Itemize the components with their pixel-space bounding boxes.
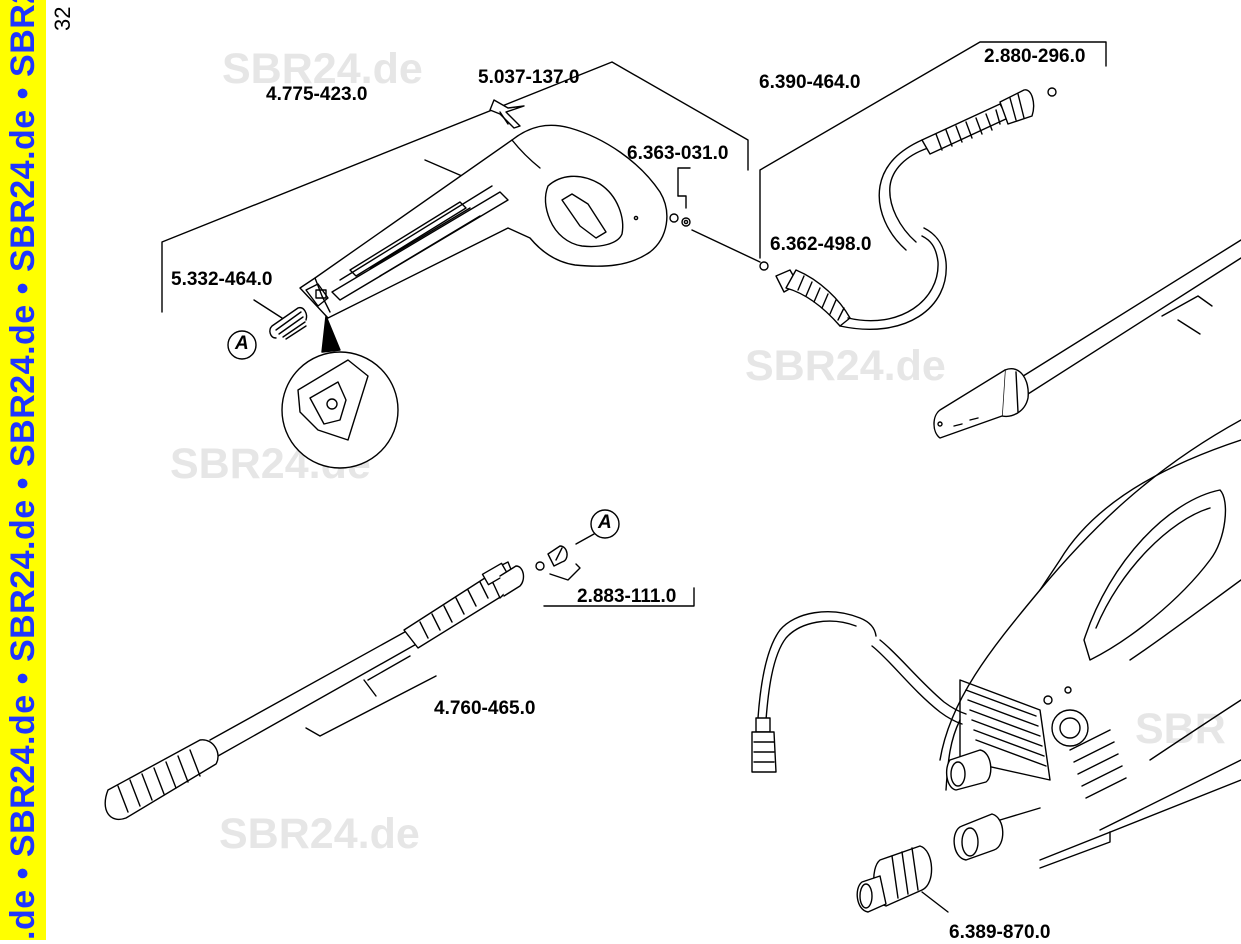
- callout-label-a: A: [235, 333, 249, 354]
- part-number-label: 6.390-464.0: [759, 72, 861, 93]
- pressure-washer-unit: [939, 419, 1241, 869]
- watermark-sidebar: .de • SBR24.de • SBR24.de • SBR24.de • S…: [0, 0, 46, 940]
- suction-hose-filter: [751, 611, 967, 773]
- part-number-label: 6.389-870.0: [949, 922, 1051, 943]
- clip-part: [489, 99, 525, 129]
- part-number-label: 2.883-111.0: [577, 586, 677, 607]
- spring-part: [253, 299, 308, 340]
- rotary-nozzle-lance: [933, 239, 1241, 439]
- part-number-label: 2.880-296.0: [984, 46, 1086, 67]
- seal-parts: [669, 167, 761, 263]
- watermark: SBR24.de: [222, 45, 423, 93]
- part-number-label: 5.332-464.0: [171, 269, 273, 290]
- part-number-label: 6.362-498.0: [770, 234, 872, 255]
- gun-bracket-lines: [161, 61, 749, 313]
- callout-a-circle: [227, 330, 257, 360]
- part-number-label: 5.037-137.0: [478, 67, 580, 88]
- part-number-label: 6.363-031.0: [627, 143, 729, 164]
- high-pressure-hose: [759, 41, 1107, 331]
- watermark: SBR: [1135, 705, 1226, 753]
- callout-a-circle-2: [590, 509, 620, 539]
- detail-magnifier: [281, 315, 399, 469]
- water-inlet-coupling: [856, 845, 949, 913]
- trigger-gun: [299, 124, 668, 319]
- callout-label-a-2: A: [598, 512, 612, 533]
- part-number-label: 4.775-423.0: [266, 84, 368, 105]
- part-number-label: 4.760-465.0: [434, 698, 536, 719]
- spray-lance: [104, 533, 695, 821]
- watermark: SBR24.de: [745, 342, 946, 390]
- watermark: SBR24.de: [219, 810, 420, 858]
